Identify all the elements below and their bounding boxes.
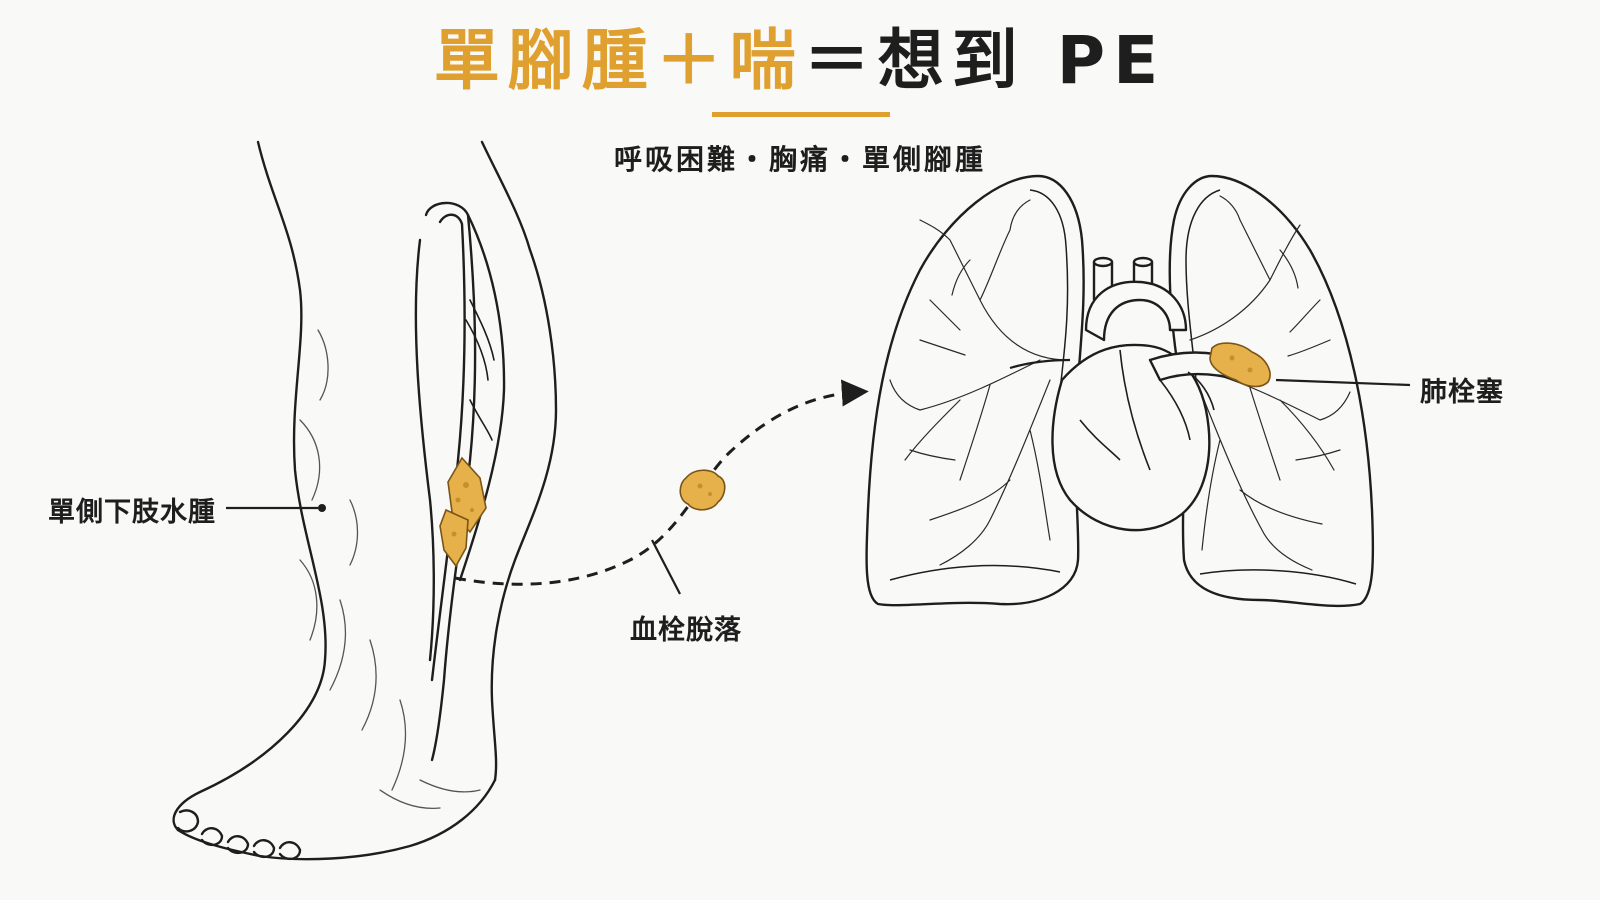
label-pulmonary-embolism: 肺栓塞 (1420, 377, 1504, 408)
label-leg-swelling: 單側下肢水腫 (48, 497, 216, 528)
leg-swelling-marker (318, 504, 326, 512)
title-rest: ＝想到 PE (803, 22, 1167, 99)
embolus-travel-path (454, 379, 869, 586)
traveling-clot (679, 469, 726, 511)
leg-clot (439, 456, 487, 568)
toes (176, 809, 302, 861)
subtitle-symptoms: 呼吸困難・胸痛・單側腳腫 (613, 143, 986, 176)
lungs (865, 174, 1375, 608)
bronchial-tree (889, 195, 1351, 571)
pe-leader (1275, 378, 1411, 387)
label-clot-dislodged: 血栓脫落 (630, 615, 742, 646)
title-underline (712, 112, 890, 117)
clot-dislodged-leader (651, 539, 681, 595)
title: 單腳腫＋喘＝想到 PE (0, 18, 1600, 104)
swollen-leg (172, 140, 558, 861)
title-highlight: 單腳腫＋喘 (433, 22, 804, 99)
lung-clot (1209, 342, 1271, 388)
